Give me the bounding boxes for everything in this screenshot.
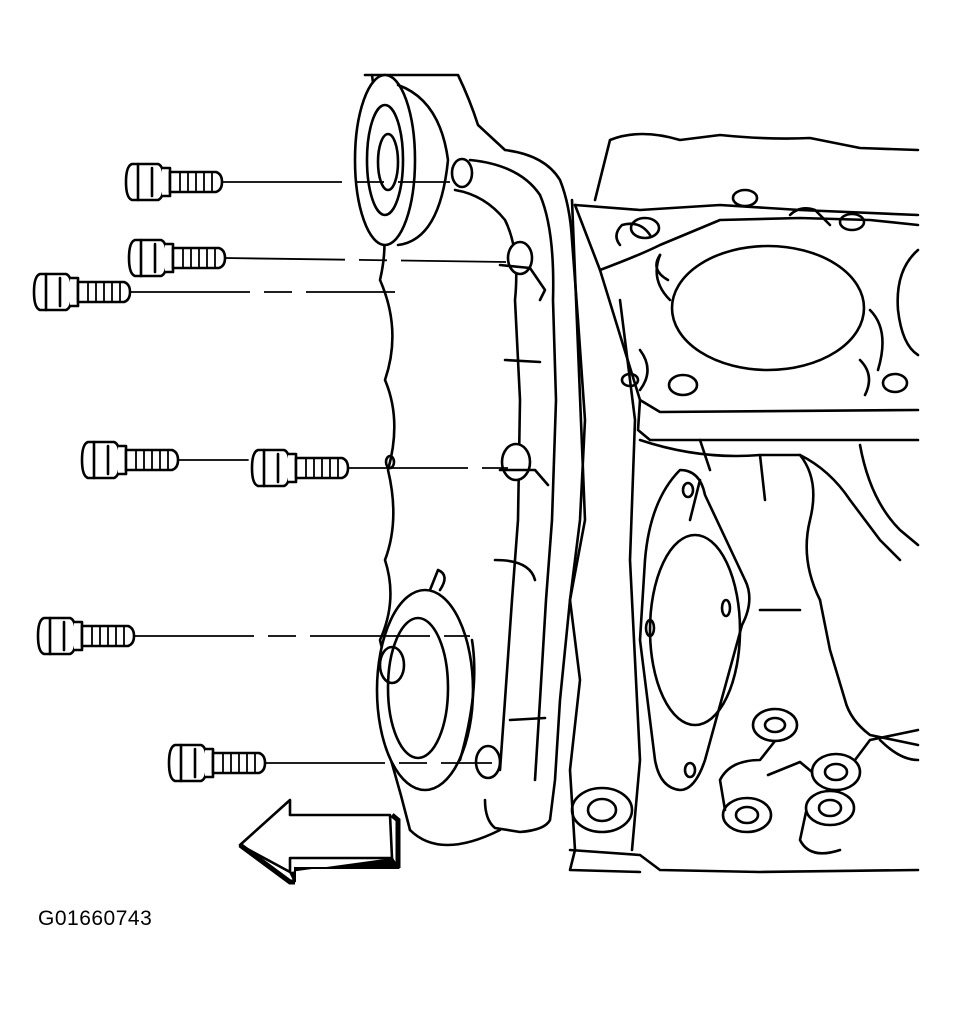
left-arrow-icon — [238, 798, 401, 885]
bolt-5 — [250, 448, 350, 488]
bolt-4 — [80, 440, 180, 480]
leader-lines — [130, 181, 508, 764]
bolt-6 — [36, 616, 136, 656]
bolt-3 — [32, 272, 132, 312]
front-cover — [353, 73, 587, 847]
figure-code: G01660743 — [38, 907, 153, 930]
engine-block — [568, 132, 920, 874]
bolt-2 — [127, 238, 227, 278]
bolt-7 — [167, 743, 267, 783]
bolt-1 — [124, 162, 224, 202]
